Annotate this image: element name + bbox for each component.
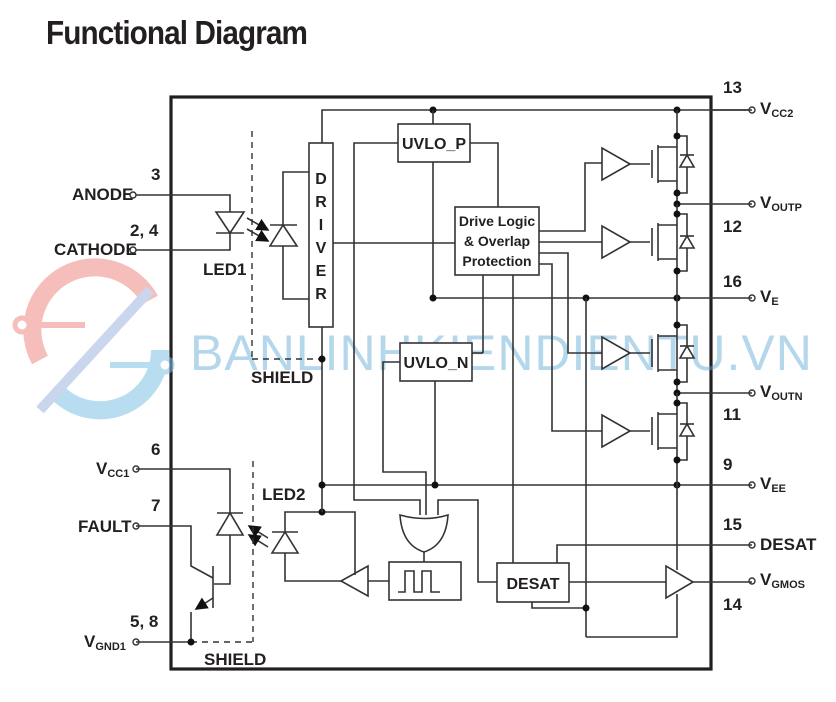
shield-bottom-label: SHIELD bbox=[204, 650, 266, 669]
uvlo-p-block: UVLO_P bbox=[397, 123, 471, 163]
pin-fault[interactable]: 7 FAULT bbox=[78, 496, 160, 536]
svg-text:DESAT: DESAT bbox=[760, 535, 817, 554]
or-gate bbox=[399, 513, 449, 553]
led1-label: LED1 bbox=[203, 260, 246, 279]
svg-text:ANODE: ANODE bbox=[72, 185, 133, 204]
svg-text:7: 7 bbox=[151, 496, 160, 515]
pulse-generator-block bbox=[388, 561, 462, 601]
svg-text:VOUTP: VOUTP bbox=[760, 193, 802, 214]
svg-text:CATHODE: CATHODE bbox=[54, 240, 137, 259]
output-stage-n-low bbox=[601, 393, 696, 485]
desat-block: DESAT bbox=[496, 562, 570, 603]
pin-desat[interactable]: 15 DESAT bbox=[723, 515, 817, 554]
svg-text:UVLO_N: UVLO_N bbox=[404, 355, 469, 372]
svg-text:UVLO_P: UVLO_P bbox=[402, 136, 466, 153]
watermark-text: BANLINHKIENDIENTU.VN bbox=[190, 325, 813, 381]
pin-voutn[interactable]: VOUTN 11 bbox=[723, 382, 803, 424]
photodiode-1 bbox=[268, 171, 309, 300]
svg-text:VGND1: VGND1 bbox=[84, 632, 126, 653]
svg-text:R: R bbox=[315, 286, 327, 303]
output-stage-p-low bbox=[601, 204, 696, 298]
diagram-title: Functional Diagram bbox=[46, 14, 308, 51]
svg-text:6: 6 bbox=[151, 440, 160, 459]
output-stage-n-high bbox=[601, 298, 696, 393]
shield-top-label: SHIELD bbox=[251, 368, 313, 387]
output-stage-p-high bbox=[601, 110, 696, 204]
pin-vgnd1[interactable]: 5, 8 VGND1 bbox=[84, 612, 158, 653]
vgmos-buffer bbox=[665, 564, 695, 600]
watermark-logo bbox=[12, 258, 175, 420]
pin-vee[interactable]: 9 VEE bbox=[723, 455, 786, 495]
svg-text:R: R bbox=[315, 194, 327, 211]
svg-text:FAULT: FAULT bbox=[78, 517, 132, 536]
svg-text:14: 14 bbox=[723, 595, 742, 614]
svg-text:2, 4: 2, 4 bbox=[130, 221, 159, 240]
led1: LED1 bbox=[136, 194, 270, 279]
svg-text:DESAT: DESAT bbox=[506, 576, 559, 593]
drive-logic-block: Drive Logic & Overlap Protection bbox=[454, 206, 540, 276]
svg-text:VOUTN: VOUTN bbox=[760, 382, 803, 403]
svg-text:VE: VE bbox=[760, 287, 779, 308]
pin-cathode[interactable]: 2, 4 CATHODE bbox=[54, 221, 159, 259]
led2: LED2 bbox=[247, 485, 305, 554]
svg-text:12: 12 bbox=[723, 217, 742, 236]
pin-vcc1[interactable]: 6 VCC1 bbox=[96, 440, 160, 480]
svg-text:11: 11 bbox=[723, 405, 741, 424]
svg-text:VGMOS: VGMOS bbox=[760, 570, 805, 591]
svg-text:V: V bbox=[316, 240, 327, 257]
uvlo-n-block: UVLO_N bbox=[399, 342, 473, 382]
photodiode-2 bbox=[136, 468, 245, 585]
svg-text:VCC1: VCC1 bbox=[96, 459, 129, 480]
svg-text:5, 8: 5, 8 bbox=[130, 612, 158, 631]
pin-vcc2[interactable]: 13 VCC2 bbox=[723, 78, 793, 120]
fault-transistor bbox=[136, 525, 214, 646]
svg-text:16: 16 bbox=[723, 272, 742, 291]
svg-text:13: 13 bbox=[723, 78, 742, 97]
svg-text:VCC2: VCC2 bbox=[760, 99, 793, 120]
svg-text:Protection: Protection bbox=[462, 253, 531, 269]
led2-label: LED2 bbox=[262, 485, 305, 504]
package-outline bbox=[169, 95, 713, 671]
svg-text:9: 9 bbox=[723, 455, 732, 474]
svg-text:& Overlap: & Overlap bbox=[464, 233, 530, 249]
svg-text:I: I bbox=[319, 217, 323, 234]
pin-voutp[interactable]: VOUTP 12 bbox=[723, 193, 802, 236]
pin-anode[interactable]: 3 ANODE bbox=[72, 165, 160, 204]
pin-ve[interactable]: 16 VE bbox=[723, 272, 779, 308]
svg-text:VEE: VEE bbox=[760, 474, 786, 495]
svg-text:15: 15 bbox=[723, 515, 742, 534]
svg-text:Drive Logic: Drive Logic bbox=[459, 213, 535, 229]
driver-block: D R I V E R bbox=[308, 142, 334, 328]
svg-text:D: D bbox=[315, 171, 327, 188]
svg-text:3: 3 bbox=[151, 165, 160, 184]
svg-text:E: E bbox=[316, 263, 327, 280]
pin-vgmos[interactable]: VGMOS 14 bbox=[723, 570, 805, 614]
